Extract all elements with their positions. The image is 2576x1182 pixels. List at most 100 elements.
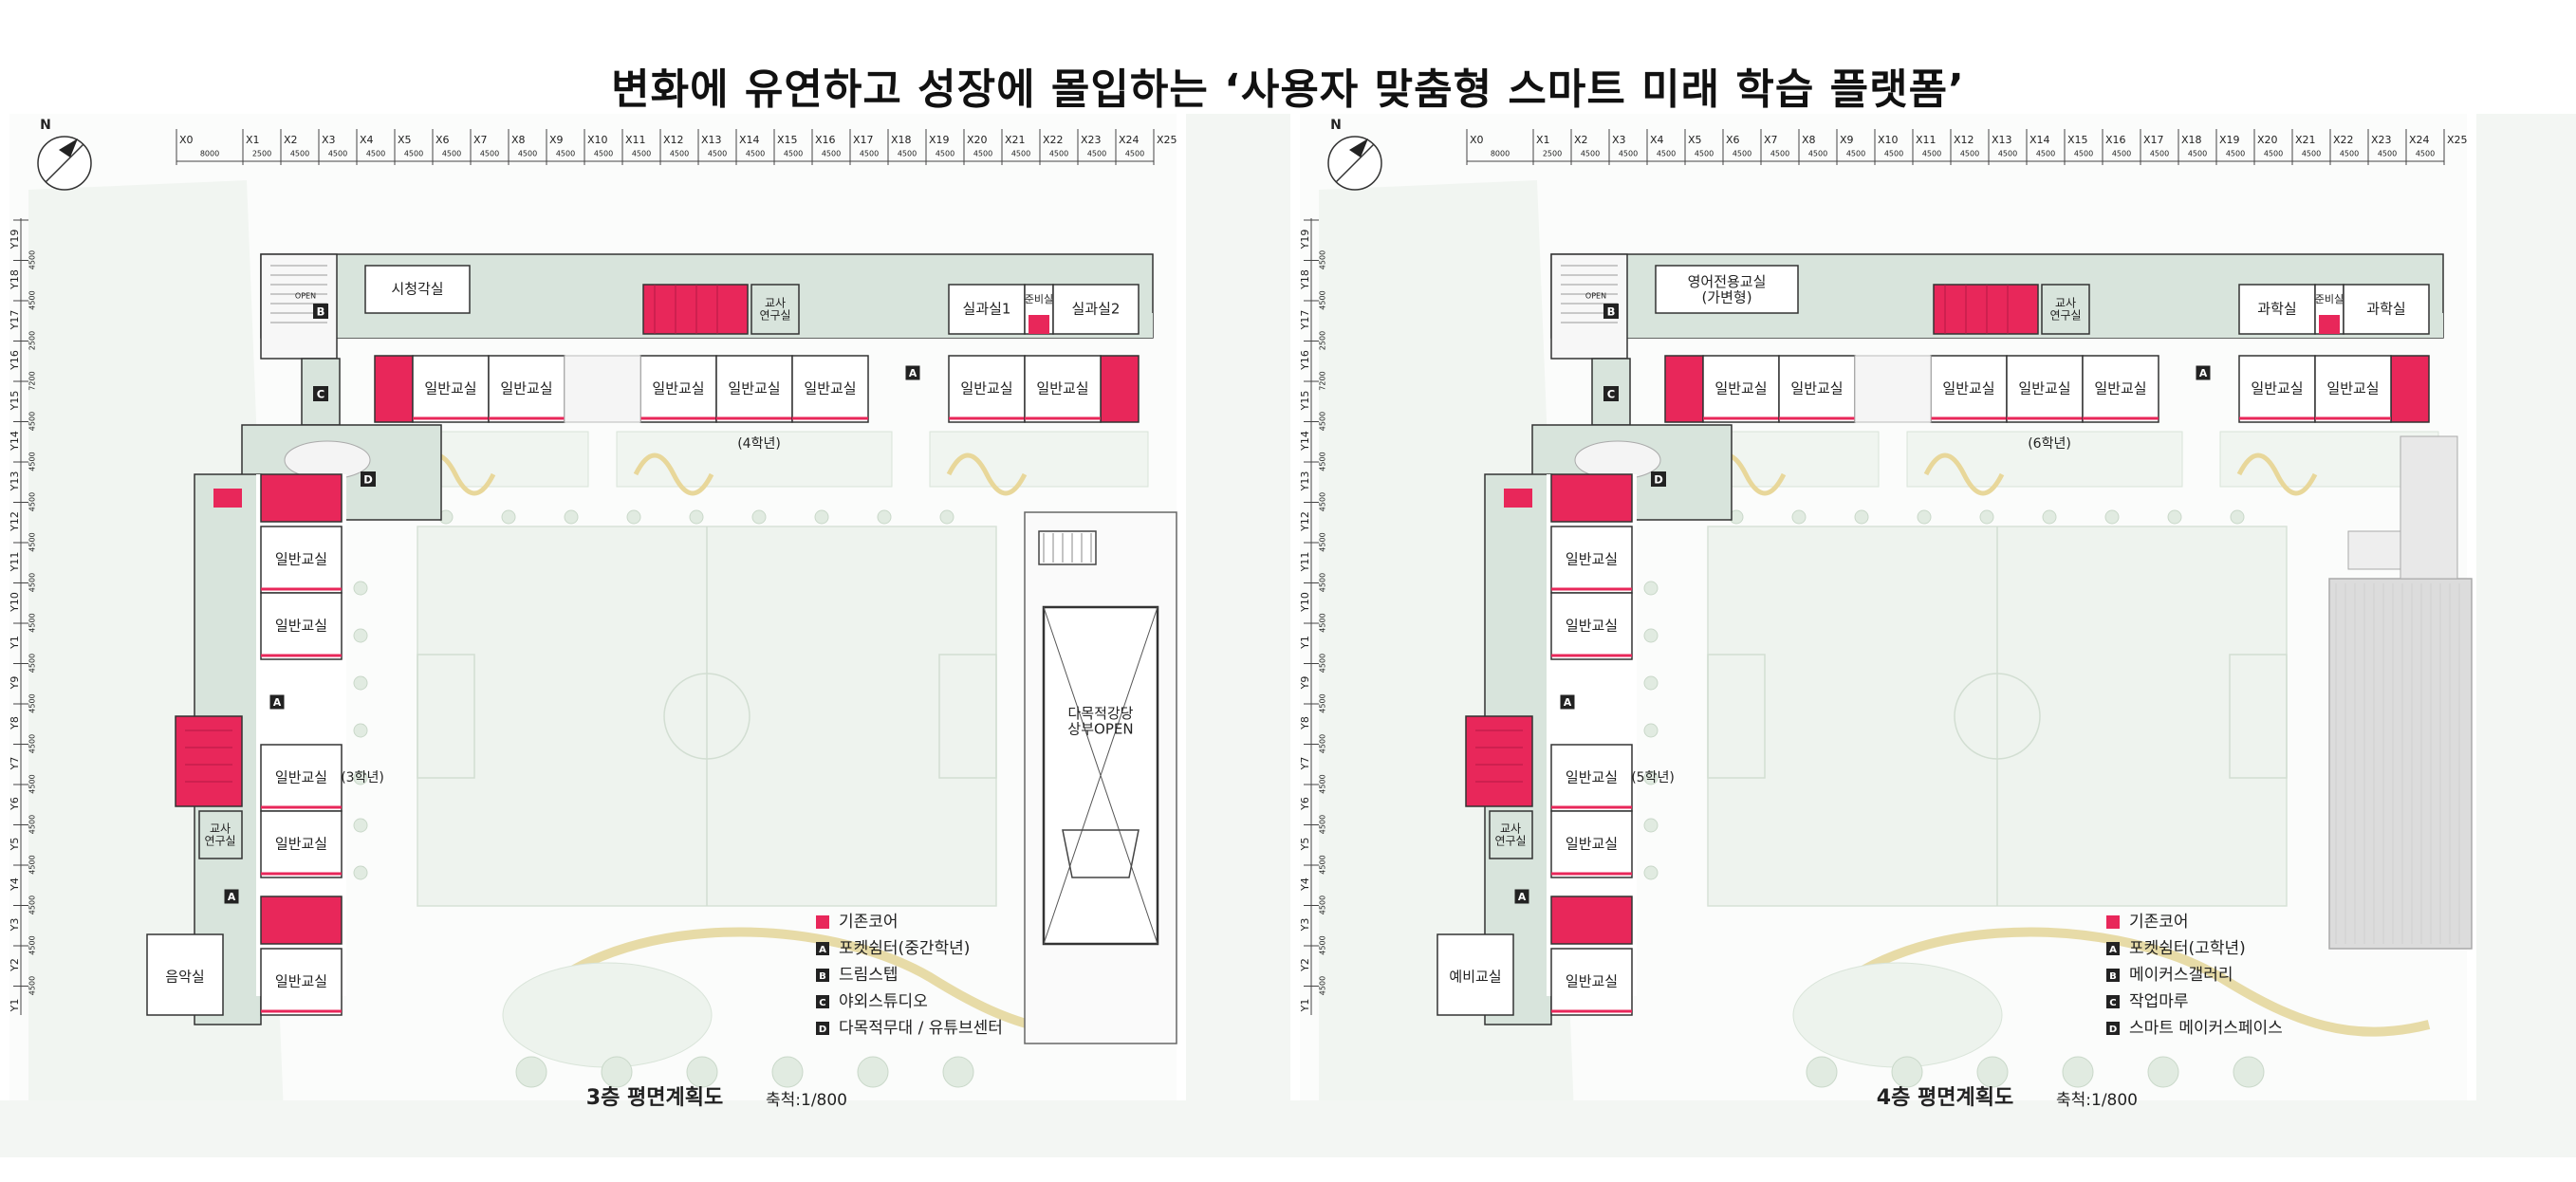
classroom-label: 일반교실 [275,618,327,635]
key-marker-label: A [2109,945,2117,955]
grid-label-x: X11 [1916,134,1937,146]
label-line: 교사 [210,822,231,835]
teacher-room-west [198,810,243,859]
classroom-label: 일반교실 [1714,380,1767,397]
label-line: 다목적강당 [1067,704,1133,721]
grid-dim-y: 4500 [1319,855,1327,874]
legend-item-label: 드림스텝 [839,966,899,985]
bottom-room [146,933,224,1016]
grid-label-x: X1 [246,134,260,146]
grid-label-x: X18 [2181,134,2202,146]
grid-label-x: X5 [398,134,412,146]
grid-dim-x: 4500 [328,150,347,158]
tree-icon [1979,509,1994,525]
classroom-wall [1024,355,1102,423]
grid-label-x: X15 [2067,134,2088,146]
key-marker-label: D [2109,1025,2117,1035]
grid-dim-x: 4500 [708,150,727,158]
grid-dim-x: 4500 [670,150,689,158]
classroom: 일반교실 [488,355,565,423]
tree-icon [2147,1056,2179,1088]
tree-icon [1891,1056,1923,1088]
grid-label-y: Y3 [9,918,21,933]
grid-dim-x: 4500 [822,150,841,158]
classroom: 일반교실 [715,355,793,423]
grid-dim-y: 4500 [28,492,37,511]
grid-label-y: Y5 [9,838,21,852]
core-north-west [374,355,414,423]
grid-dim-x: 4500 [556,150,575,158]
tree-icon [2104,509,2120,525]
grid-label-x: X21 [2295,134,2316,146]
classroom-wall [1550,744,1633,812]
grid-dim-y: 4500 [1319,452,1327,471]
grid-label-x: X12 [663,134,684,146]
core-west-north [260,473,343,523]
grid-label-x: X24 [1119,134,1140,146]
grid-dim-x: 4500 [2226,150,2245,158]
garden-path [1798,927,2431,1037]
grid-dim-y: 4500 [28,532,37,551]
legend-item-label: 스마트 메이커스페이스 [2129,1019,2283,1038]
bottom-room-label: 예비교실 [1449,969,1501,986]
classroom-wall [412,355,490,423]
hall-stage [1062,829,1140,878]
key-marker-a [1560,694,1575,710]
grid-dim-x: 2500 [252,150,271,158]
classroom-label: 일반교실 [1942,380,1994,397]
grid-label-y: Y15 [9,391,21,412]
grid-label-x: X2 [284,134,298,146]
lab-room-1-label: 과학실 [2257,301,2296,318]
tree-icon [353,581,368,596]
key-marker-c [816,995,829,1008]
grid-dim-y: 2500 [1319,331,1327,350]
classroom-wall [1702,355,1780,423]
label-line: 연구실 [2049,308,2081,322]
bottom-room [1436,933,1514,1016]
classroom-label: 일반교실 [1566,769,1618,786]
prep-room-core [2319,315,2340,334]
grid-label-x: X9 [1840,134,1854,146]
classroom-label: 일반교실 [275,769,327,786]
key-marker-label: C [2109,998,2116,1008]
grid-dim-y: 4500 [28,774,37,793]
classroom-label: 일반교실 [500,380,552,397]
legend-item-label: 포켓쉼터(고학년) [2129,939,2246,958]
classroom-wall [1550,526,1633,594]
courtyard-lawn [929,431,1149,488]
lab-room-2 [2343,284,2430,335]
classroom: 일반교실 [1550,526,1633,594]
grid-label-x: X12 [1954,134,1974,146]
grid-dim-y: 7200 [1319,371,1327,390]
grid-dim-y: 4500 [1319,774,1327,793]
grid-dim-x: 4500 [1846,150,1865,158]
tree-icon [2167,509,2182,525]
key-marker-label: A [1564,696,1572,709]
core-small [1504,489,1532,508]
grid-label-y: Y8 [9,716,21,730]
grid-label-x: X20 [2257,134,2278,146]
core-north [1933,284,2039,335]
grid-label-y: Y13 [9,471,21,492]
tree-icon [1976,1056,2009,1088]
classroom-label: 일반교실 [804,380,856,397]
grid-dim-x: 4500 [936,150,954,158]
key-marker-c [1603,386,1619,401]
grid-dim-y: 4500 [1319,654,1327,673]
grid-label-y: Y6 [1299,797,1311,811]
tree-icon [501,509,516,525]
grid-dim-x: 4500 [1808,150,1827,158]
key-marker-b [313,304,328,319]
tree-icon [751,509,767,525]
key-marker-b [1603,304,1619,319]
grid-label-x: X13 [1992,134,2012,146]
grid-label-x: X7 [1764,134,1778,146]
grid-dim-x: 4500 [2302,150,2321,158]
grid-label-x: X22 [2333,134,2354,146]
top-room-1 [364,265,471,314]
tree-icon [1643,723,1659,738]
key-marker-a [905,365,920,380]
key-marker-label: A [228,891,236,903]
key-marker-label: B [1607,305,1616,319]
